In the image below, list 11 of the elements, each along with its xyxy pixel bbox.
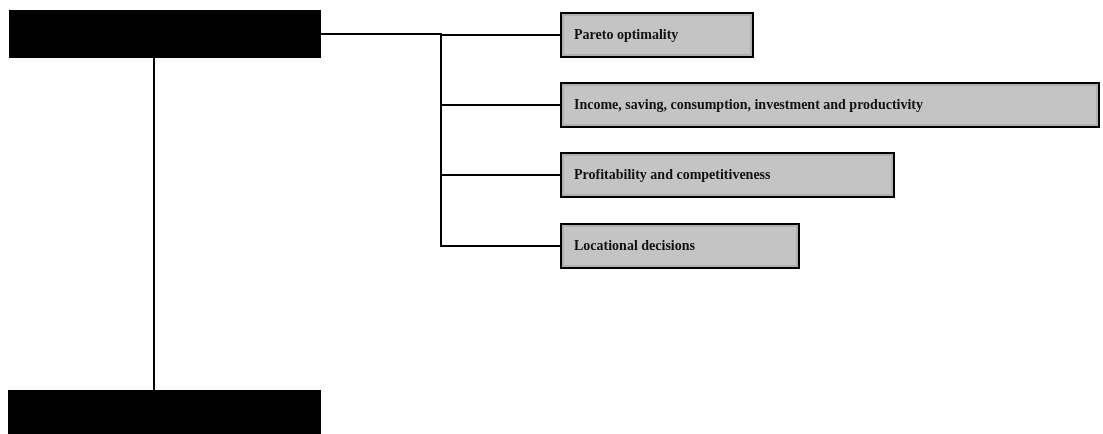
topic-label: Locational decisions bbox=[574, 238, 695, 254]
topic-label: Profitability and competitiveness bbox=[574, 167, 771, 183]
topic-label: Income, saving, consumption, investment and productivity bbox=[574, 97, 923, 113]
topic-box bbox=[560, 12, 754, 58]
topic-label: Pareto optimality bbox=[574, 27, 679, 43]
connector-line bbox=[153, 57, 155, 391]
topic-box bbox=[560, 82, 1100, 128]
topic-box bbox=[560, 223, 800, 269]
filled-box bbox=[8, 390, 321, 434]
topic-box bbox=[560, 152, 895, 198]
filled-box bbox=[9, 10, 321, 58]
